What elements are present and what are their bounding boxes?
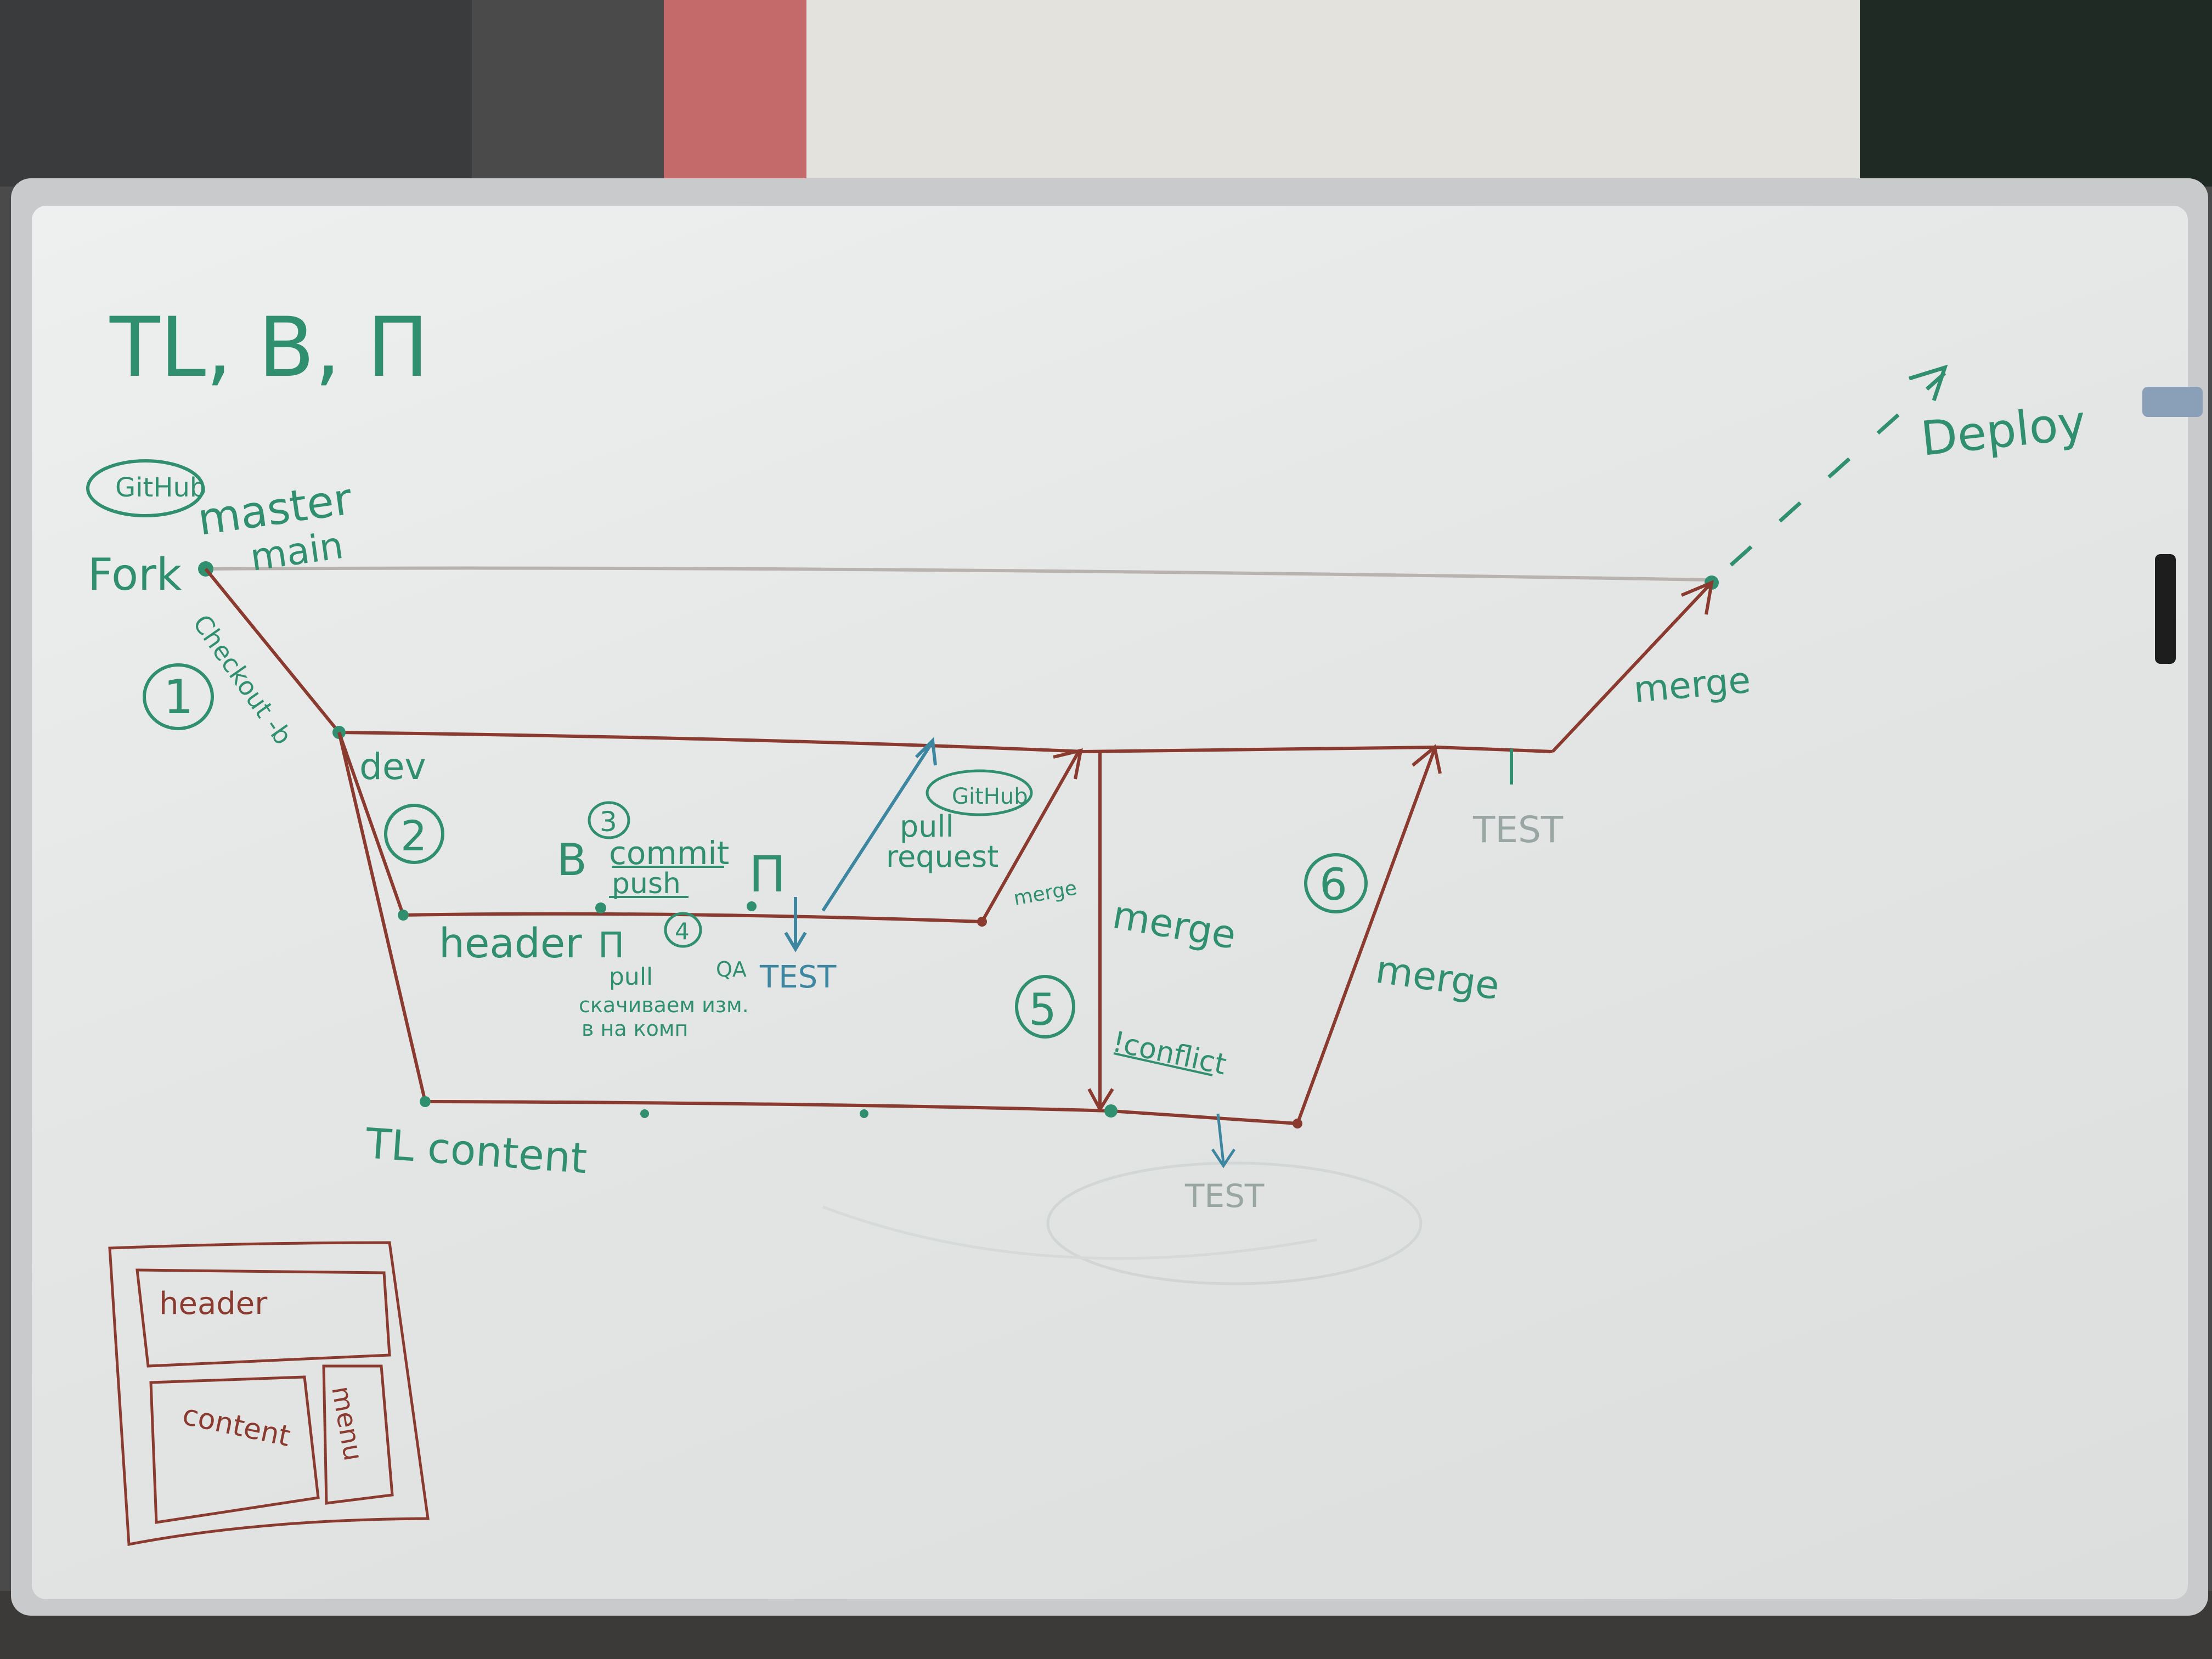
checkout-line <box>204 568 341 733</box>
deploy-dashed-arrow <box>1729 371 1946 567</box>
merge-small-label: merge <box>1012 877 1079 910</box>
content-to-dev-merge-line <box>1296 748 1436 1125</box>
github-pr-badge-text: GitHub <box>952 784 1028 809</box>
step4-circle <box>664 912 702 948</box>
deploy-arrowhead <box>1908 364 1948 402</box>
content-test-label: TEST <box>1184 1177 1265 1215</box>
commit-push-underlines <box>609 866 724 898</box>
step6-label: 6 <box>1319 859 1347 910</box>
commit-dot-content-1 <box>640 1109 649 1118</box>
qa-label: QA <box>716 957 747 981</box>
pull-desc-line2: в на комп <box>582 1017 688 1041</box>
qa-test-arrowhead <box>784 932 807 952</box>
merge-top-label: merge <box>1632 659 1752 711</box>
step4-label: 4 <box>675 918 690 945</box>
deploy-label: Deploy <box>1918 395 2089 467</box>
dev-to-content-line <box>337 732 427 1102</box>
github-badge-top-text: GitHub <box>115 472 206 503</box>
dev-to-content-arrowhead <box>1087 1088 1114 1113</box>
step3-circle <box>588 801 630 839</box>
step2-label: 2 <box>400 811 427 860</box>
commit-label: commit <box>609 834 729 872</box>
conflict-underline <box>1113 1052 1213 1076</box>
board-magnet <box>2142 387 2203 417</box>
step5-circle <box>1015 975 1075 1039</box>
whiteboard-surface <box>32 206 2188 1599</box>
pull-request-line2: request <box>886 839 998 874</box>
board-clip <box>2155 554 2176 664</box>
commit-dot-content-start <box>420 1096 431 1107</box>
github-badge-circle <box>86 459 205 517</box>
step1-label: 1 <box>163 670 194 725</box>
qa-test-label: TEST <box>759 960 837 995</box>
push-label: push <box>612 867 681 900</box>
background-wall-right <box>806 0 1860 187</box>
main-branch-line <box>205 566 1712 582</box>
content-branch-line <box>425 1100 1298 1125</box>
step5-label: 5 <box>1029 984 1057 1035</box>
dev-branch-line <box>338 731 1553 754</box>
layout-menu-label: menu <box>325 1384 369 1463</box>
dev-branch-label: dev <box>359 746 426 788</box>
background-wall-dark <box>1860 0 2212 187</box>
content-test-arrowhead <box>1211 1148 1236 1169</box>
merge-center-label: merge <box>1109 892 1239 958</box>
pull-request-line1: pull <box>900 809 954 844</box>
content-to-dev-arrowhead <box>1412 744 1442 774</box>
commit-dot-header-start <box>398 910 409 921</box>
erased-ghost-writing <box>822 1161 1423 1285</box>
step6-circle <box>1304 853 1368 913</box>
layout-header-label: header <box>159 1286 268 1322</box>
step1-circle <box>143 663 214 730</box>
board-title: TL, B, П <box>109 300 429 396</box>
content-test-arrow <box>1216 1113 1225 1164</box>
dev-to-main-arrowhead <box>1680 580 1714 615</box>
dev-to-main-merge-line <box>1551 581 1713 753</box>
checkout-label: Checkout -b <box>187 609 298 750</box>
pull-desc-line1: скачиваем изм. <box>579 993 749 1017</box>
layout-content-label: content <box>179 1398 293 1453</box>
b-label: B <box>557 834 587 885</box>
background-pink-pillar <box>664 0 806 187</box>
github-pr-badge-circle <box>926 769 1033 816</box>
fork-label: Fork <box>88 549 182 600</box>
step3-label: 3 <box>600 806 617 838</box>
pull-request-arrowhead <box>915 737 937 766</box>
merge-right-label: merge <box>1373 947 1503 1009</box>
background-wall-left <box>0 0 472 187</box>
p-label-top: П <box>749 846 786 904</box>
header-to-dev-arrowhead <box>1053 748 1083 780</box>
header-to-dev-merge-line <box>980 752 1080 923</box>
conflict-label: !conflict <box>1109 1025 1229 1081</box>
tl-content-label: TL content <box>364 1119 589 1183</box>
layout-sketch <box>108 1241 430 1546</box>
header-branch-label: header <box>439 920 582 967</box>
dev-to-header-line <box>337 732 405 916</box>
commit-dot-header-push <box>747 901 757 911</box>
commit-dot-content-2 <box>860 1109 868 1118</box>
pull-request-line <box>821 741 934 912</box>
p-label-header: П <box>598 926 624 966</box>
commit-dot-content-merge <box>1104 1104 1118 1118</box>
pull-label: pull <box>609 963 653 991</box>
commit-dot-header-commit <box>595 902 606 913</box>
step2-circle <box>384 804 444 864</box>
dev-test-label: TEST <box>1472 809 1564 851</box>
